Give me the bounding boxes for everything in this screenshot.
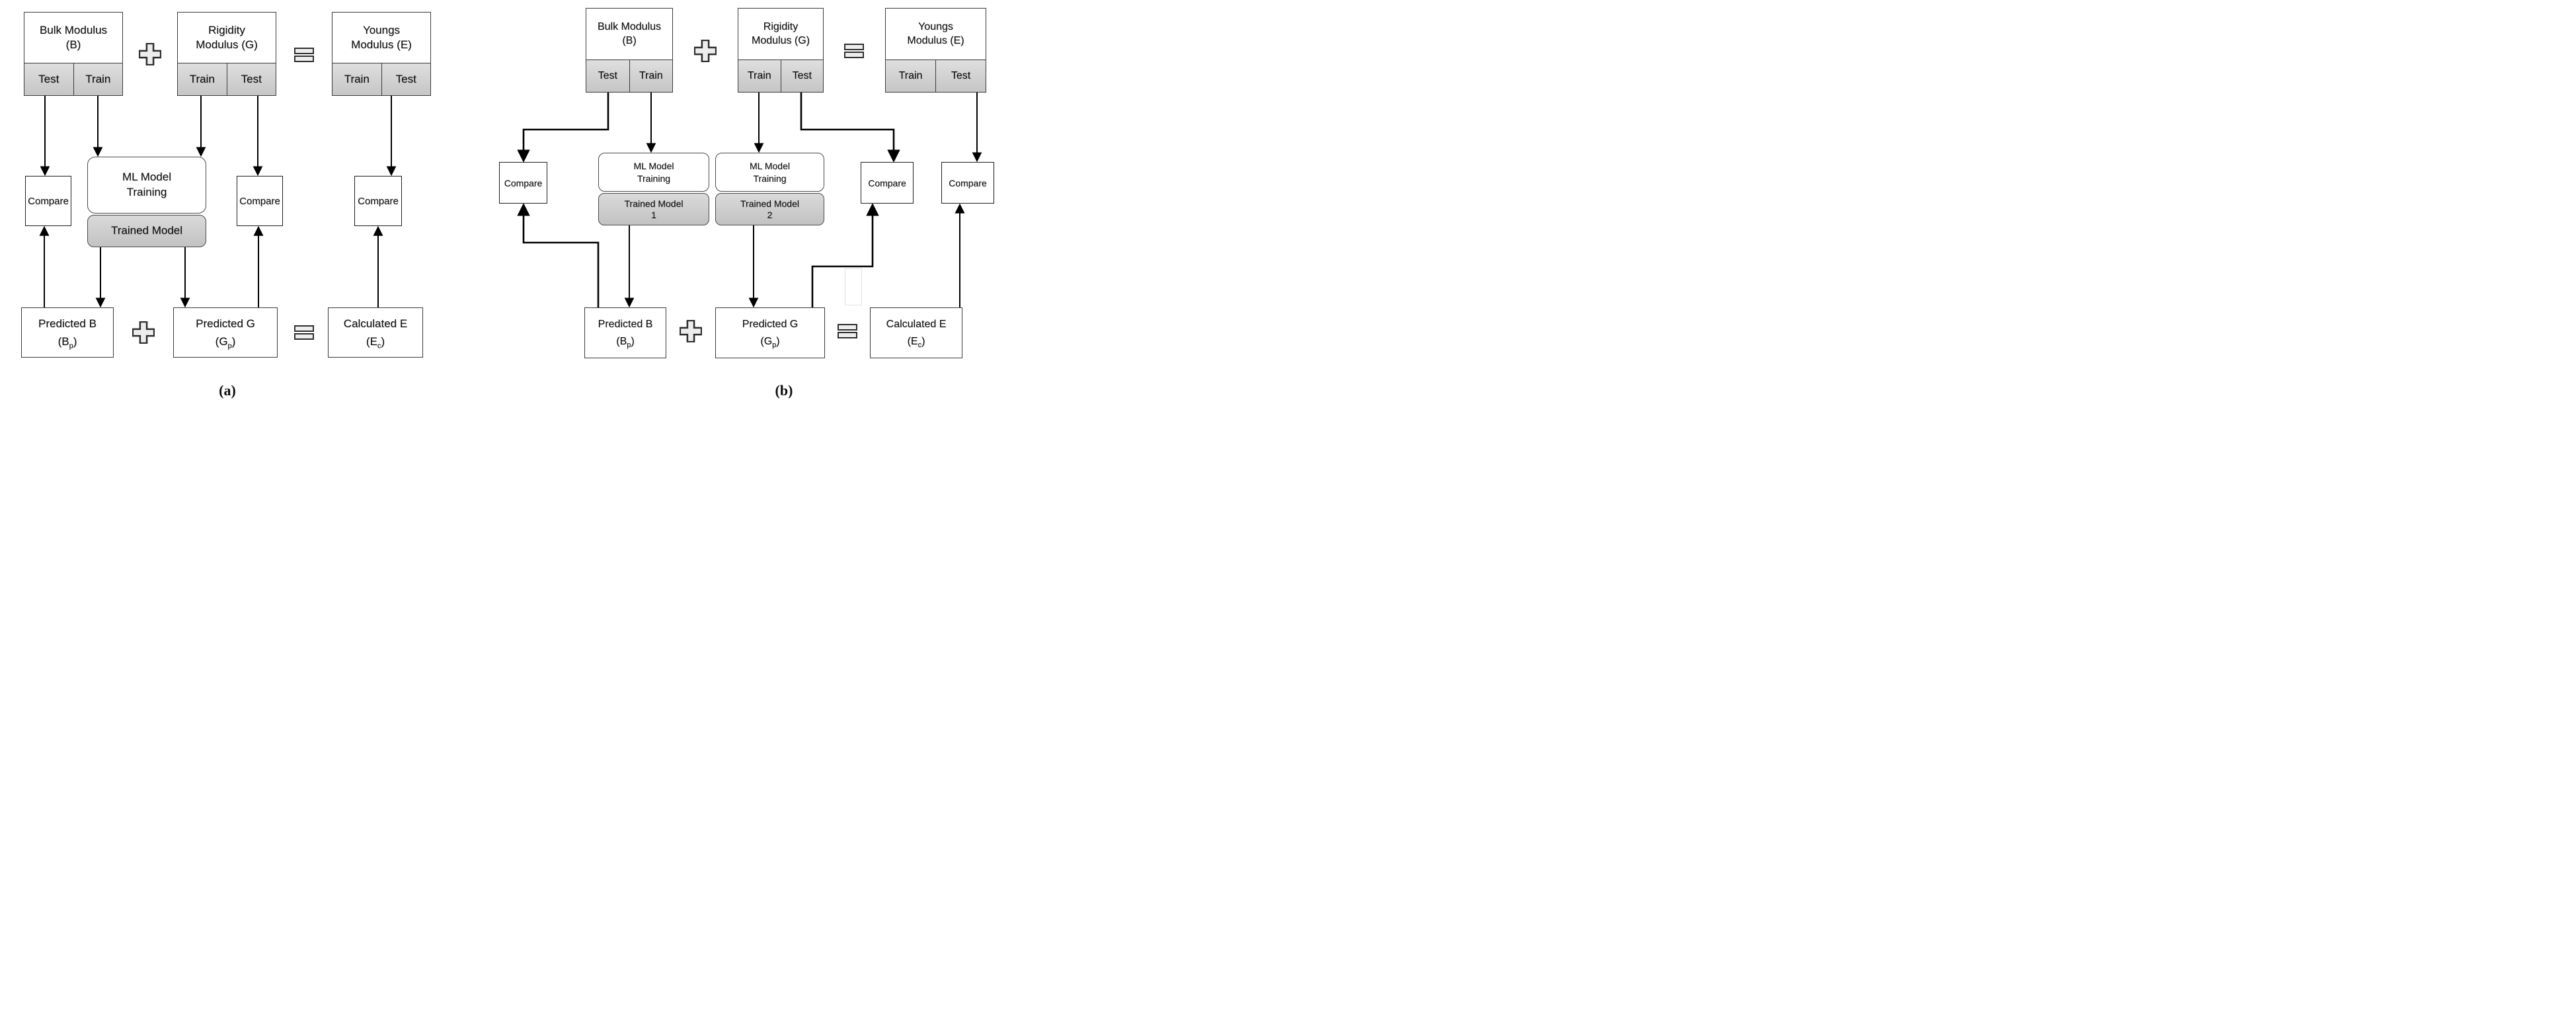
result-symbol: (Bp) <box>58 335 77 350</box>
title-line2: Modulus (E) <box>351 38 412 51</box>
box-title: Bulk Modulus (B) <box>24 13 122 63</box>
title-line2: (B) <box>622 34 637 46</box>
arrow-predicted-b-to-compare1-b <box>517 203 600 307</box>
result-name: Calculated E <box>886 318 947 330</box>
compare-box-2-b: Compare <box>861 162 914 204</box>
title-line2: (B) <box>65 38 81 51</box>
arrow-rigidity-test-to-compare2-b <box>800 92 900 163</box>
equals-icon <box>844 44 864 58</box>
panel-label-a: (a) <box>219 382 236 399</box>
compare-box-3-b: Compare <box>941 162 994 204</box>
title-line1: Youngs <box>362 23 401 36</box>
title-line2: Modulus (E) <box>907 34 964 46</box>
plus-icon <box>680 320 702 342</box>
cell-youngs-test-a: Test <box>381 63 430 95</box>
predicted-g-box-b: Predicted G (Gp) <box>715 307 825 358</box>
ml-model-training-box-a: ML Model Training <box>87 157 206 214</box>
ml-line2: Training <box>637 173 671 184</box>
cell-youngs-train-a: Train <box>332 63 381 95</box>
plus-icon <box>132 321 155 344</box>
result-name: Predicted B <box>38 317 97 330</box>
result-symbol: (Gp) <box>215 335 236 350</box>
connector-lines <box>39 92 982 308</box>
box-rigidity-modulus-a: Rigidity Modulus (G) Train Test <box>177 12 276 96</box>
title-line1: Youngs <box>918 20 953 32</box>
trained-line2: 2 <box>767 209 773 220</box>
cell-bulk-test-a: Test <box>24 63 73 95</box>
box-youngs-modulus-b: Youngs Modulus (E) Train Test <box>885 8 986 93</box>
trained-label: Trained Model <box>110 224 183 237</box>
equals-icon <box>838 324 857 338</box>
equals-icon <box>294 325 314 340</box>
cell-rigidity-test-b: Test <box>780 60 823 92</box>
predicted-g-box-a: Predicted G (Gp) <box>173 307 278 358</box>
box-rigidity-modulus-b: Rigidity Modulus (G) Train Test <box>738 8 824 93</box>
cell-bulk-train-a: Train <box>73 63 122 95</box>
ml-line2: Training <box>753 173 787 184</box>
box-title: Youngs Modulus (E) <box>332 13 430 63</box>
ml-model-training-box-2-b: ML Model Training <box>715 153 824 192</box>
render-artifact <box>845 268 862 305</box>
cell-rigidity-test-a: Test <box>226 63 276 95</box>
calculated-e-box-a: Calculated E (Ec) <box>328 307 423 358</box>
box-youngs-modulus-a: Youngs Modulus (E) Train Test <box>332 12 431 96</box>
cell-rigidity-train-b: Train <box>738 60 781 92</box>
cell-youngs-train-b: Train <box>886 60 935 92</box>
box-title: Rigidity Modulus (G) <box>178 13 276 63</box>
trained-line1: Trained Model <box>740 198 799 209</box>
trained-line2: 1 <box>651 209 656 220</box>
ml-line1: ML Model <box>750 160 790 171</box>
result-name: Predicted G <box>196 317 255 330</box>
box-title: Bulk Modulus (B) <box>586 9 672 59</box>
result-symbol: (Ec) <box>907 335 925 349</box>
trained-line1: Trained Model <box>624 198 683 209</box>
result-name: Predicted B <box>598 318 653 330</box>
ml-line1: ML Model <box>633 160 674 171</box>
cell-bulk-train-b: Train <box>629 60 672 92</box>
compare-box-2-a: Compare <box>237 176 283 226</box>
box-title: Rigidity Modulus (G) <box>738 9 823 59</box>
result-name: Calculated E <box>343 317 408 330</box>
title-line1: Bulk Modulus <box>39 23 108 36</box>
arrow-predicted-g-to-compare2-b <box>811 203 879 307</box>
trained-model-box-a: Trained Model <box>87 215 206 247</box>
compare-box-1-b: Compare <box>499 162 547 204</box>
plus-icon <box>139 43 161 65</box>
title-line2: Modulus (G) <box>196 38 258 51</box>
trained-model-box-1-b: Trained Model 1 <box>598 193 709 225</box>
title-line2: Modulus (G) <box>751 34 810 46</box>
predicted-b-box-b: Predicted B (Bp) <box>584 307 666 358</box>
result-name: Predicted G <box>742 318 799 330</box>
compare-box-3-a: Compare <box>354 176 402 226</box>
title-line1: Rigidity <box>208 23 245 36</box>
box-bulk-modulus-b: Bulk Modulus (B) Test Train <box>586 8 673 93</box>
compare-box-1-a: Compare <box>25 176 71 226</box>
equals-icon <box>294 48 314 62</box>
trained-model-box-2-b: Trained Model 2 <box>715 193 824 225</box>
result-symbol: (Gp) <box>760 335 780 349</box>
cell-rigidity-train-a: Train <box>178 63 227 95</box>
title-line1: Bulk Modulus <box>597 20 662 32</box>
result-symbol: (Bp) <box>616 335 635 349</box>
calculated-e-box-b: Calculated E (Ec) <box>870 307 962 358</box>
panel-label-b: (b) <box>775 382 793 399</box>
predicted-b-box-a: Predicted B (Bp) <box>21 307 114 358</box>
box-bulk-modulus-a: Bulk Modulus (B) Test Train <box>24 12 123 96</box>
plus-icon <box>694 40 717 62</box>
title-line1: Rigidity <box>763 20 799 32</box>
result-symbol: (Ec) <box>366 335 385 350</box>
ml-line1: ML Model <box>122 171 171 184</box>
figure-canvas: Bulk Modulus (B) Test Train Rigidity Mod… <box>0 0 1031 408</box>
cell-bulk-test-b: Test <box>586 60 629 92</box>
box-title: Youngs Modulus (E) <box>886 9 986 59</box>
ml-model-training-box-1-b: ML Model Training <box>598 153 709 192</box>
ml-line2: Training <box>126 186 167 198</box>
cell-youngs-test-b: Test <box>935 60 986 92</box>
arrow-bulk-test-to-compare1-b <box>517 92 609 163</box>
